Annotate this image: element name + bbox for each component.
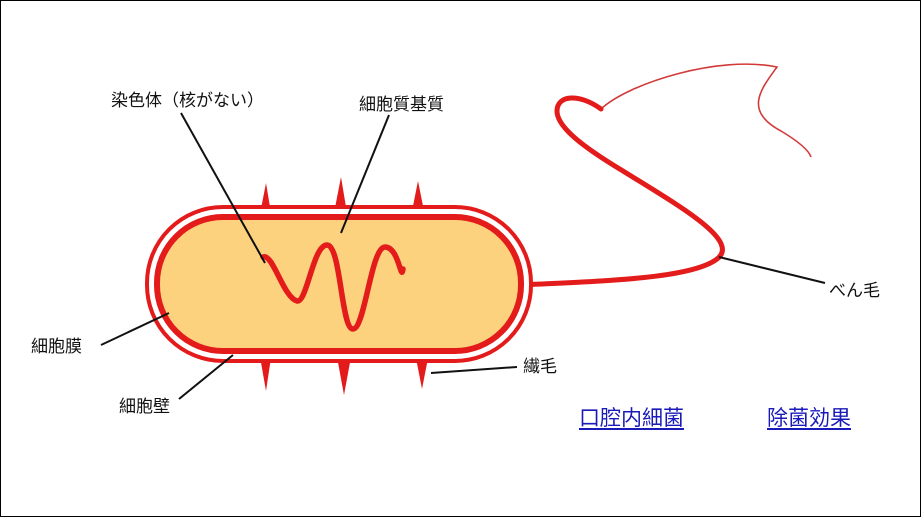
pili-label: 繊毛 [523, 357, 557, 377]
sterilization-effect-link[interactable]: 除菌効果 [767, 406, 851, 430]
cell-membrane-label: 細胞膜 [31, 337, 82, 357]
cell-wall-label: 細胞壁 [119, 397, 170, 417]
flagellum-thin-tail [600, 63, 812, 158]
leader-lines [100, 112, 826, 400]
oral-bacteria-link[interactable]: 口腔内細菌 [579, 406, 684, 430]
flagellum-label: べん毛 [829, 281, 880, 301]
chromosome [260, 242, 406, 332]
cytoplasm-label: 細胞質基質 [359, 95, 444, 115]
flagellum [518, 95, 725, 288]
chromosome-label: 染色体（核がない） [111, 91, 264, 111]
